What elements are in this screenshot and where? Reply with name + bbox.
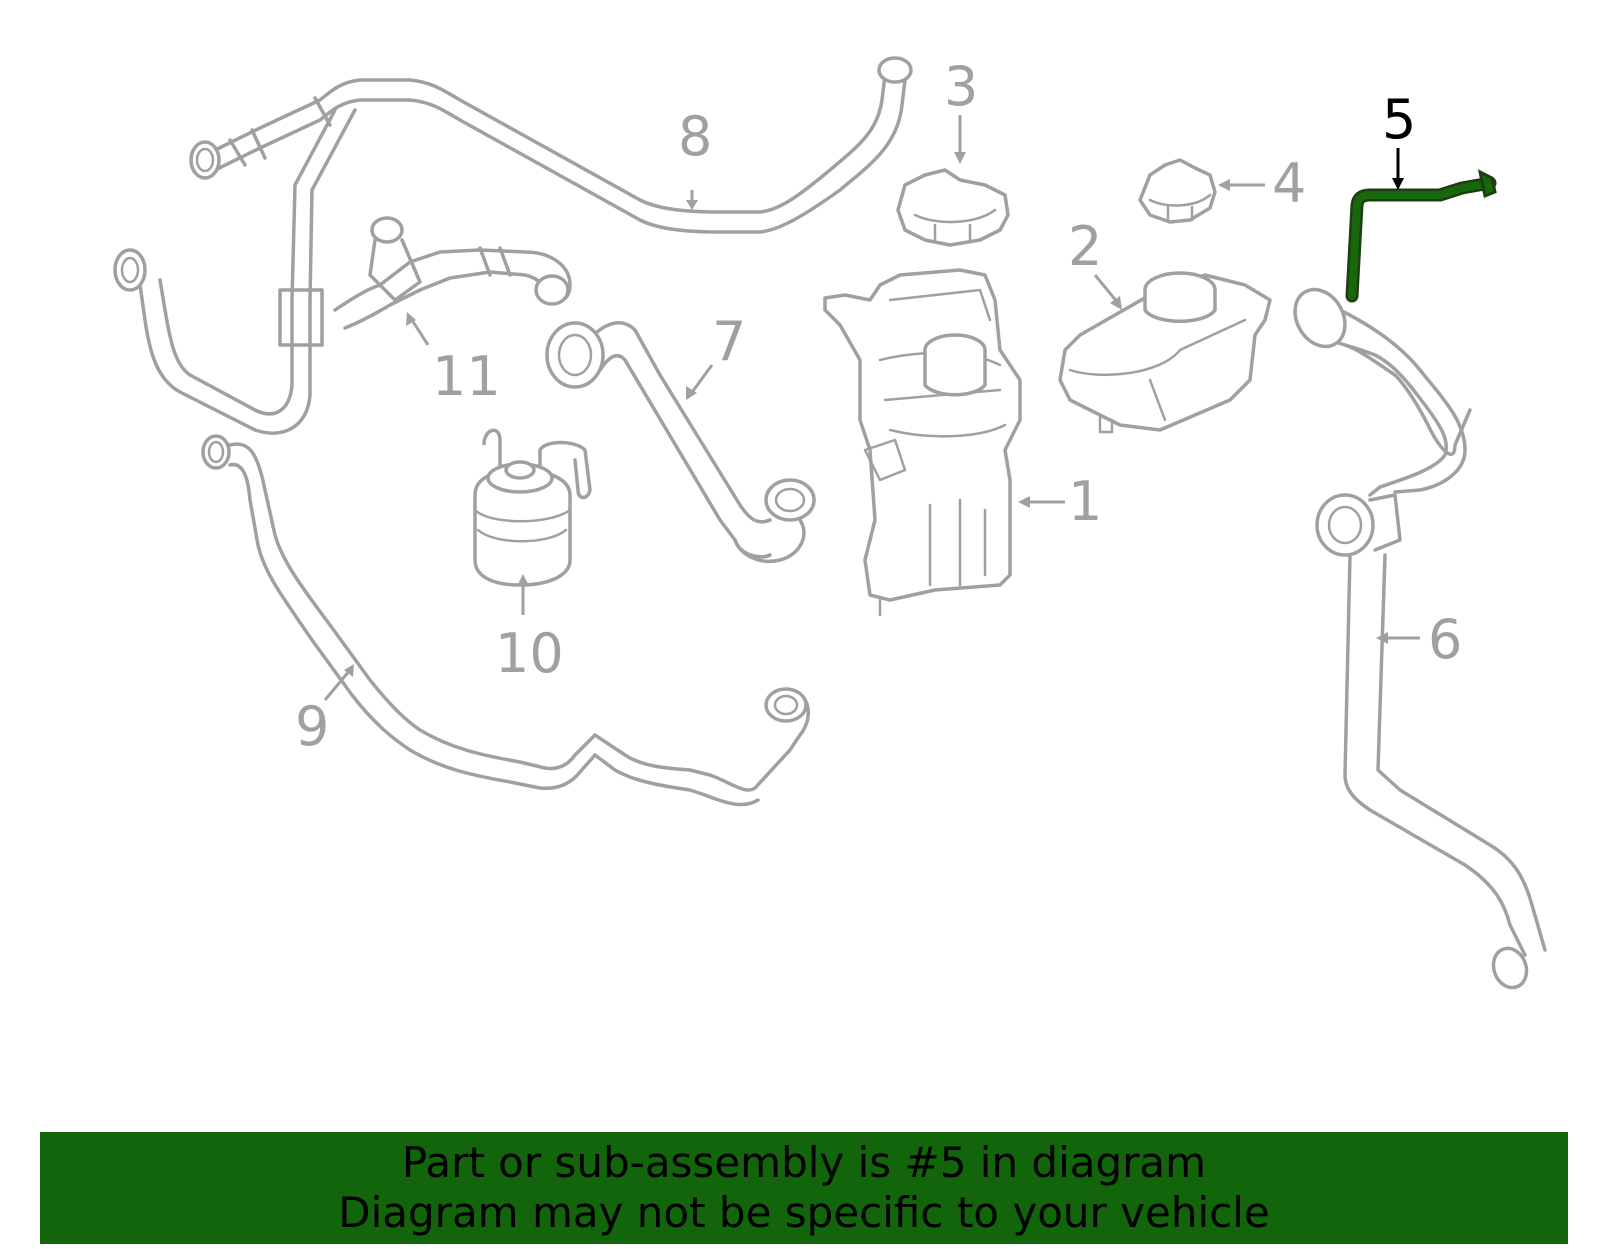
banner-line-part: Part or sub-assembly is #5 in diagram (401, 1138, 1207, 1187)
part-3-cap[interactable] (896, 168, 1010, 247)
callout-11: 11 (432, 345, 501, 408)
callout-8: 8 (678, 105, 712, 168)
callout-1: 1 (1068, 470, 1102, 533)
part-2-tank[interactable] (1058, 271, 1272, 434)
part-6-hose[interactable] (1285, 281, 1547, 993)
part-9-hose[interactable] (201, 434, 810, 807)
callout-3: 3 (944, 55, 978, 118)
part-10-valve[interactable] (473, 428, 592, 587)
callout-4: 4 (1272, 152, 1306, 215)
part-8-hose[interactable] (113, 56, 913, 435)
part-5-pipe-highlighted[interactable] (1345, 169, 1497, 303)
part-7-hose[interactable] (545, 321, 816, 563)
callout-10: 10 (495, 622, 564, 685)
leader-arrows (323, 115, 1420, 701)
part-11-hose[interactable] (333, 216, 572, 330)
part-1-tank[interactable] (823, 268, 1022, 617)
part-4-cap[interactable] (1138, 158, 1217, 224)
callout-6: 6 (1428, 608, 1462, 671)
banner-line-disclaimer: Diagram may not be specific to your vehi… (338, 1188, 1270, 1237)
callout-7: 7 (712, 310, 746, 373)
callout-9: 9 (295, 695, 329, 758)
info-banner: Part or sub-assembly is #5 in diagram Di… (40, 1132, 1568, 1244)
callout-2: 2 (1068, 215, 1102, 278)
callout-5: 5 (1382, 88, 1416, 151)
